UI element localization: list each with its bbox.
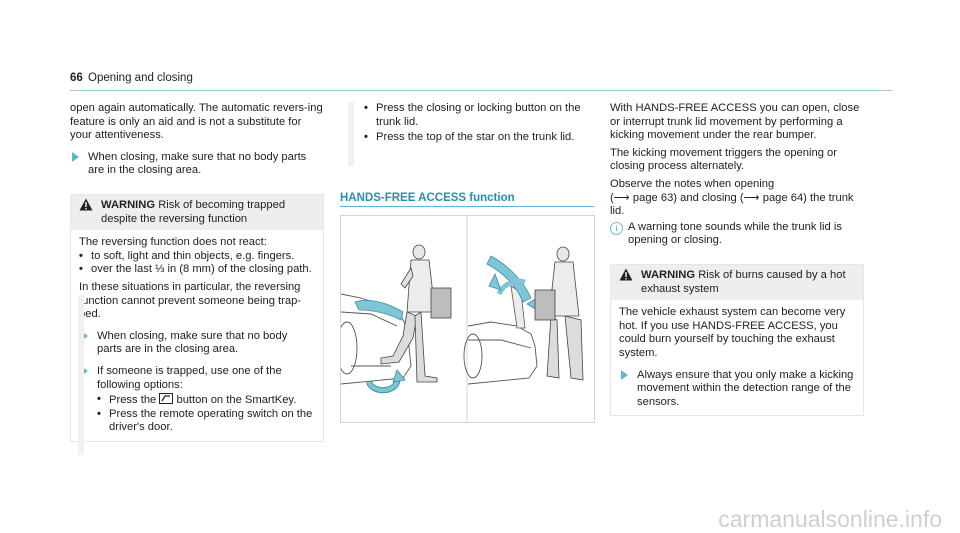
warning-triangle-icon [79,198,93,211]
warning-box-burns: WARNING Risk of burns caused by a hot ex… [610,263,864,417]
hands-free-illustration [336,216,584,422]
page-title: Opening and closing [88,72,193,84]
warning-text: The reversing function does not react: [79,236,267,249]
page-number: 66 [70,72,83,84]
column-2: •Press the closing or locking button on … [340,102,594,145]
warning-step-a: When closing, make sure that no body par… [79,330,315,357]
warning-triangle-icon [619,268,633,281]
step-text: When closing, make sure that no body par… [88,150,307,177]
warning-para: In these situations in particular, the r… [79,280,302,321]
trunk-open-icon [159,393,174,405]
list-item: •over the last ⅓ in (8 mm) of the closin… [79,263,312,276]
warning-text: The vehicle exhaust system can become ve… [619,306,846,359]
hands-free-trigger: The kicking movement triggers the openin… [610,146,837,173]
step-arrow-icon [72,151,79,162]
warning-step-b: If someone is trapped, use one of the fo… [79,365,315,435]
warning-label: WARNING [641,268,696,281]
warning-header: WARNING Risk of becoming trapped despite… [71,194,323,231]
warning-title: Risk of becoming trapped despite the rev… [101,198,286,225]
column-1: open again automatically. The automatic … [70,102,324,442]
note: i A warning tone sounds while the trunk … [610,221,864,248]
intro-text: open again automatically. The automatic … [70,102,323,142]
step-no-body-parts: When closing, make sure that no body par… [70,151,324,178]
page-header [70,68,892,91]
warning-header: WARNING Risk of burns caused by a hot ex… [611,264,863,301]
list-item: • Press the button on the SmartKey. [97,393,297,407]
section-title: HANDS-FREE ACCESS function [340,192,515,204]
section-divider [340,206,594,207]
warning-box-trapped: WARNING Risk of becoming trapped despite… [70,193,324,442]
indent-bar [78,295,84,455]
warning-title: Risk of burns caused by a hot exhaust sy… [641,268,846,295]
list-item: •Press the remote operating switch on th… [97,407,313,434]
warning-step: Always ensure that you only make a kicki… [619,369,855,410]
column-3: With HANDS-FREE ACCESS you can open, clo… [610,102,864,417]
warning-label: WARNING [101,198,156,211]
list-item: •to soft, light and thin objects, e.g. f… [79,249,295,262]
step-arrow-icon [81,330,88,341]
step-arrow-icon [621,369,628,380]
page-reference-link[interactable]: (⟶ page 63) and closing (⟶ page 64) the … [610,191,854,218]
step-arrow-icon [81,365,88,376]
list-item: •Press the top of the star on the trunk … [364,131,575,144]
hands-free-figure [336,215,595,423]
warning-body: The vehicle exhaust system can become ve… [611,300,863,415]
watermark: carmanualsonline.info [718,506,942,533]
hands-free-notes: Observe the notes when opening (⟶ page 6… [610,177,854,218]
hands-free-intro: With HANDS-FREE ACCESS you can open, clo… [610,102,860,142]
bullet-list: •Press the closing or locking button on … [340,102,594,145]
warning-body: The reversing function does not react: •… [71,230,323,441]
indent-bar [348,102,354,166]
info-icon: i [610,221,623,235]
list-item: •Press the closing or locking button on … [364,102,581,128]
